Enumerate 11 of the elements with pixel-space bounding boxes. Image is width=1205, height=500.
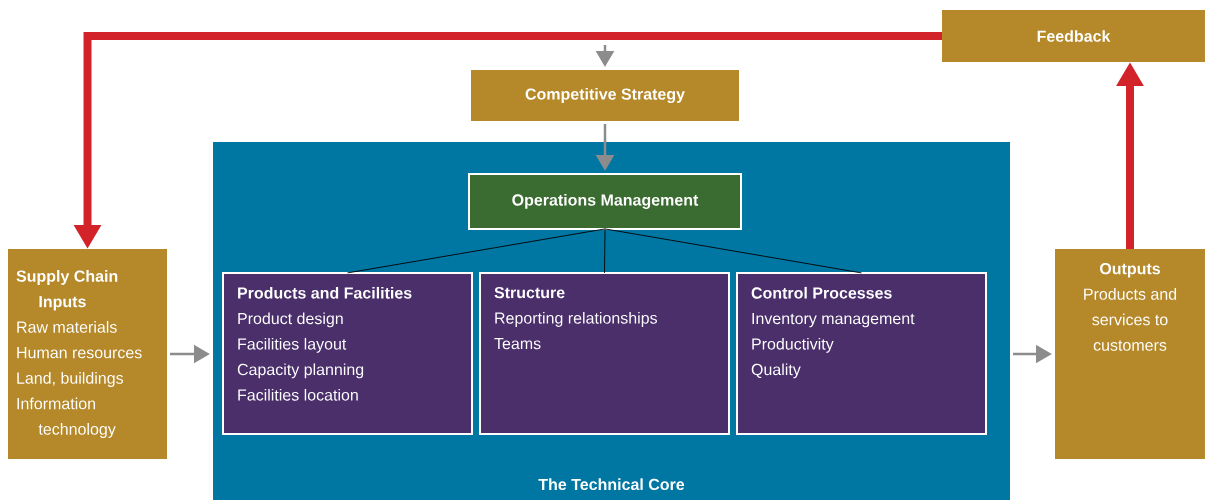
connector-line — [604, 228, 606, 274]
connector-line — [604, 228, 862, 274]
area-box: Control Processes Inventory management Productivity Quality — [736, 271, 987, 435]
inputs-box: Supply Chain Inputs Raw materials Human resources Land, buildings Information technology — [8, 249, 167, 459]
strategy-box: Competitive Strategy — [471, 70, 739, 121]
feedback-box: Feedback — [942, 10, 1205, 62]
area-box: Products and Facilities Product design Facilities layout Capacity planning Facilities location — [222, 271, 473, 435]
connector-line — [347, 228, 606, 274]
area-box: Structure Reporting relationships Teams — [479, 271, 730, 435]
outputs-box: Outputs Products and services to customers — [1055, 249, 1205, 459]
management-box: Operations Management — [468, 172, 742, 230]
